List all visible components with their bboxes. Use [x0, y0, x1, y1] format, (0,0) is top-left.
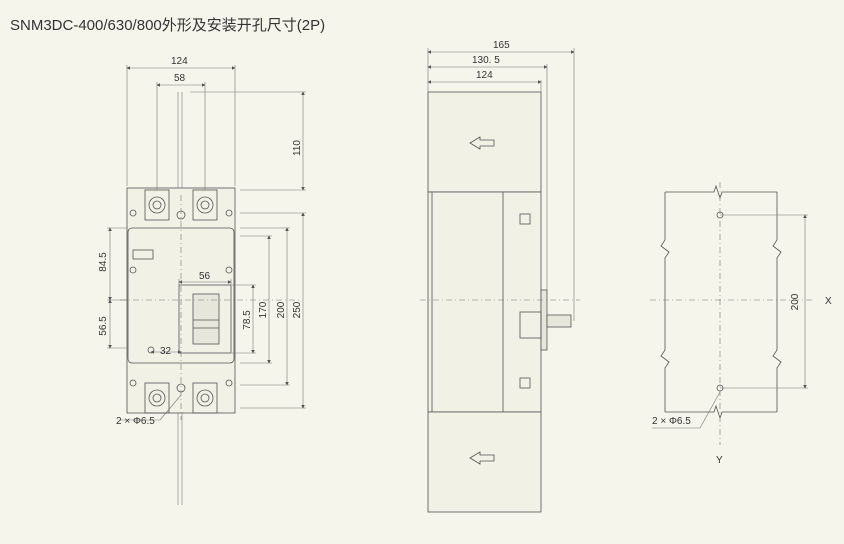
axis-y-label: Y: [716, 455, 723, 466]
dim-84-5: 84.5: [98, 252, 109, 272]
dim-58: 58: [174, 73, 186, 84]
dim-165: 165: [493, 40, 510, 51]
dim-32: 32: [160, 346, 172, 357]
hole-label-front: 2 × Φ6.5: [116, 416, 155, 427]
cutout-view: 200 2 × Φ6.5 X Y: [650, 182, 832, 466]
dim-78-5: 78.5: [242, 310, 253, 330]
hole-label-cutout: 2 × Φ6.5: [652, 416, 691, 427]
dim-200: 200: [276, 301, 287, 318]
dim-250: 250: [292, 301, 303, 318]
dim-200-cutout: 200: [790, 293, 801, 310]
dim-170: 170: [258, 301, 269, 318]
dim-56-5: 56.5: [98, 316, 109, 336]
drawing-title: SNM3DC-400/630/800外形及安装开孔尺寸(2P): [10, 17, 326, 34]
side-lower-cover: [427, 411, 542, 513]
axis-x-label: X: [825, 296, 832, 307]
side-body: [427, 191, 542, 413]
side-view: 165 130. 5 124: [420, 40, 580, 513]
side-upper-cover: [427, 91, 542, 193]
dim-124: 124: [171, 56, 188, 67]
dim-124-side: 124: [476, 70, 493, 81]
dim-56: 56: [199, 271, 211, 282]
dim-130-5: 130. 5: [472, 55, 500, 66]
dim-110: 110: [292, 140, 303, 156]
front-view: 124 58 110 250 200 170 78.5 56: [98, 56, 306, 505]
